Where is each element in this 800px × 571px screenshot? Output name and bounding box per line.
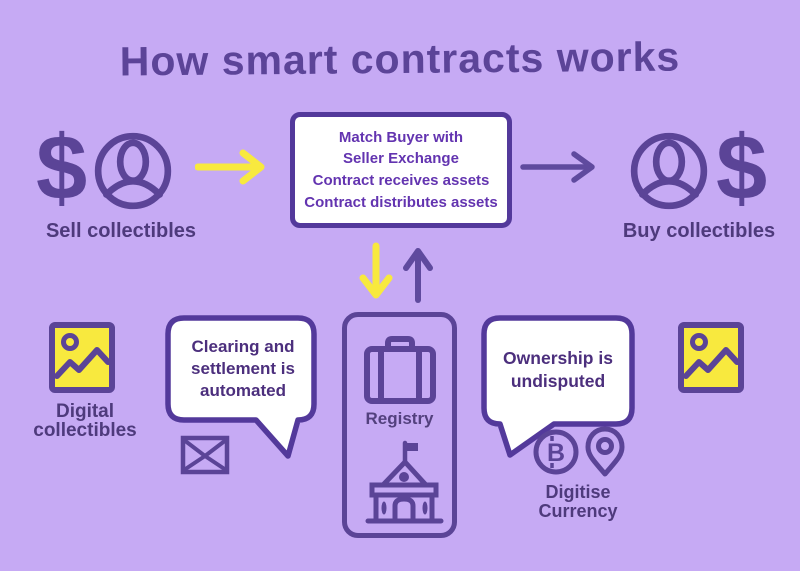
dollar-icon: $	[716, 117, 768, 219]
bitcoin-icon: B	[533, 429, 579, 475]
contract-box: Match Buyer with Seller Exchange Contrac…	[290, 112, 512, 228]
speech-bubble-shape	[481, 315, 635, 458]
sell-collectibles-label: Sell collectibles	[45, 220, 197, 242]
ownership-bubble: Ownership is undisputed	[480, 314, 636, 459]
contract-line: Contract receives assets	[312, 172, 490, 189]
speech-bubble-shape	[165, 315, 317, 459]
bank-icon	[365, 440, 443, 524]
arrow-down-yellow-icon	[359, 242, 393, 299]
digitise-currency-label: Digitise Currency	[538, 482, 618, 521]
user-icon	[94, 132, 172, 210]
arrow-up-icon	[403, 248, 433, 303]
ownership-bubble-text: Ownership is undisputed	[503, 348, 613, 391]
clearing-bubble-text: Clearing and settlement is automated	[191, 337, 295, 401]
dollar-icon: $	[36, 117, 88, 219]
contract-line: Seller Exchange	[343, 150, 459, 168]
digital-collectibles-label: Digital collectibles	[33, 401, 137, 441]
envelope-icon	[180, 435, 230, 475]
user-icon	[630, 132, 708, 210]
registry-panel: Registry	[342, 312, 457, 538]
page-title: How smart contracts works	[119, 33, 681, 85]
contract-line: Match Buyer with	[338, 128, 464, 146]
arrow-right-yellow-icon	[195, 149, 265, 185]
clearing-bubble: Clearing and settlement is automated	[164, 314, 322, 464]
svg-text:B: B	[547, 439, 565, 467]
contract-line: Contract distributes assets	[304, 193, 498, 211]
picture-icon	[678, 322, 744, 393]
buy-collectibles-label: Buy collectibles	[622, 220, 776, 242]
briefcase-icon	[363, 336, 436, 404]
arrow-right-icon	[520, 151, 595, 183]
registry-label: Registry	[365, 409, 434, 428]
picture-icon	[49, 322, 115, 393]
location-pin-icon	[585, 426, 625, 477]
